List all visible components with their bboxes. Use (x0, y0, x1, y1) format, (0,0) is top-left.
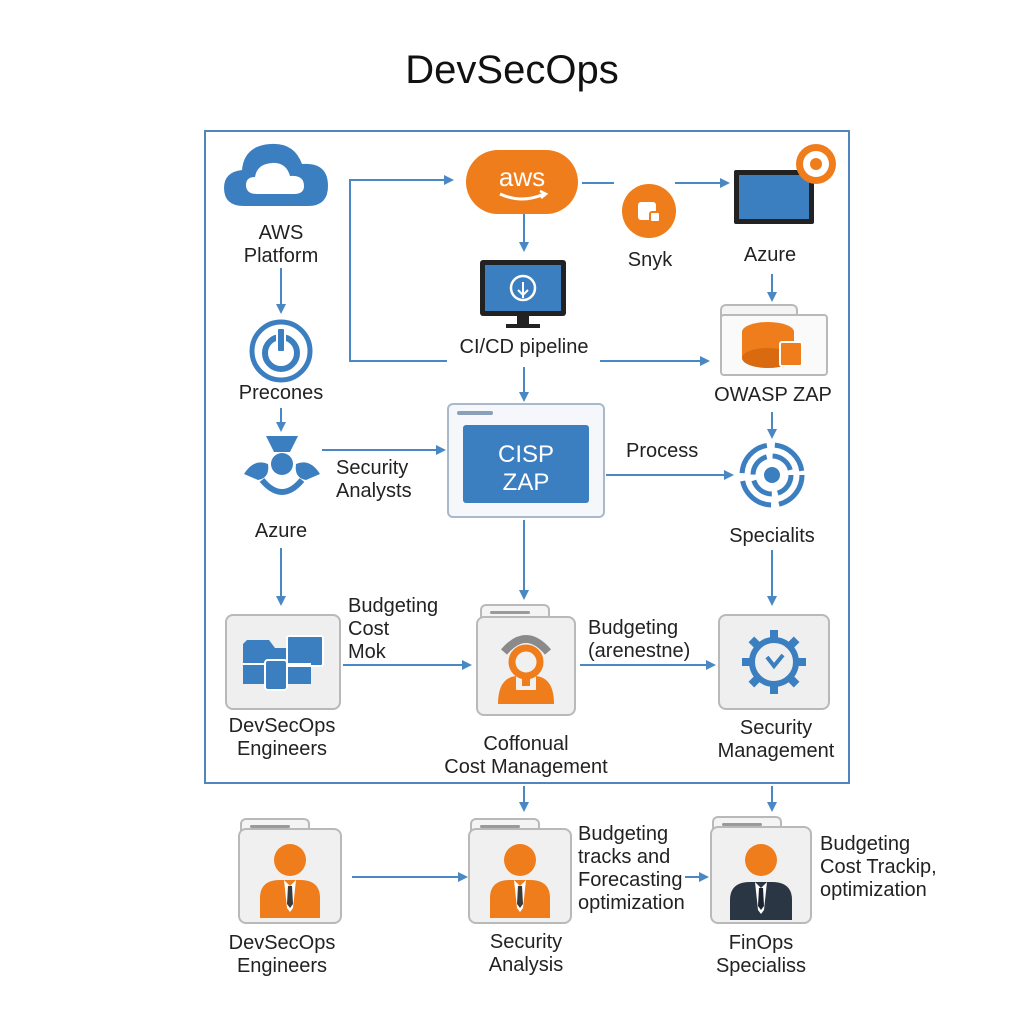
tab-line-icon (480, 825, 520, 828)
aws-logo: aws (466, 150, 578, 214)
tab-line-icon (250, 825, 290, 828)
precones-label: Precones (238, 382, 324, 404)
person-icon (498, 635, 554, 704)
monitor-icon (480, 260, 566, 328)
devsecops-frame (204, 130, 850, 784)
azure-right-label: Azure (743, 244, 797, 266)
process-label: Process (626, 440, 699, 462)
arrow-loop-to-aws (349, 175, 454, 362)
tab-line-icon (722, 823, 762, 826)
target-icon (739, 442, 805, 508)
folder-devices-icon (243, 635, 324, 691)
monitor-icon (734, 144, 836, 224)
person-icon (490, 844, 550, 918)
person-icon (260, 844, 320, 918)
diagram-title: DevSecOps (405, 48, 619, 92)
people-icon (244, 436, 320, 495)
cicd-label: CI/CD pipeline (459, 336, 589, 358)
gear-icon (742, 630, 806, 694)
database-icon (742, 322, 803, 368)
power-icon (249, 319, 313, 383)
azure-left-label: Azure (254, 520, 308, 542)
specialists-label: Specialits (729, 525, 815, 547)
budgeting-mid-label: Budgeting(arenestne) (588, 617, 691, 662)
gear-badge-icon (796, 144, 836, 184)
cisp-panel (463, 425, 589, 503)
snyk-label: Snyk (627, 249, 673, 271)
snyk-icon (622, 184, 676, 238)
tab-line-icon (490, 611, 530, 614)
cloud-icon (224, 143, 328, 206)
aws-logo-text: aws (499, 162, 545, 192)
window-bar-icon (457, 411, 493, 415)
person-icon (730, 844, 792, 920)
owasp-label: OWASP ZAP (714, 384, 832, 406)
